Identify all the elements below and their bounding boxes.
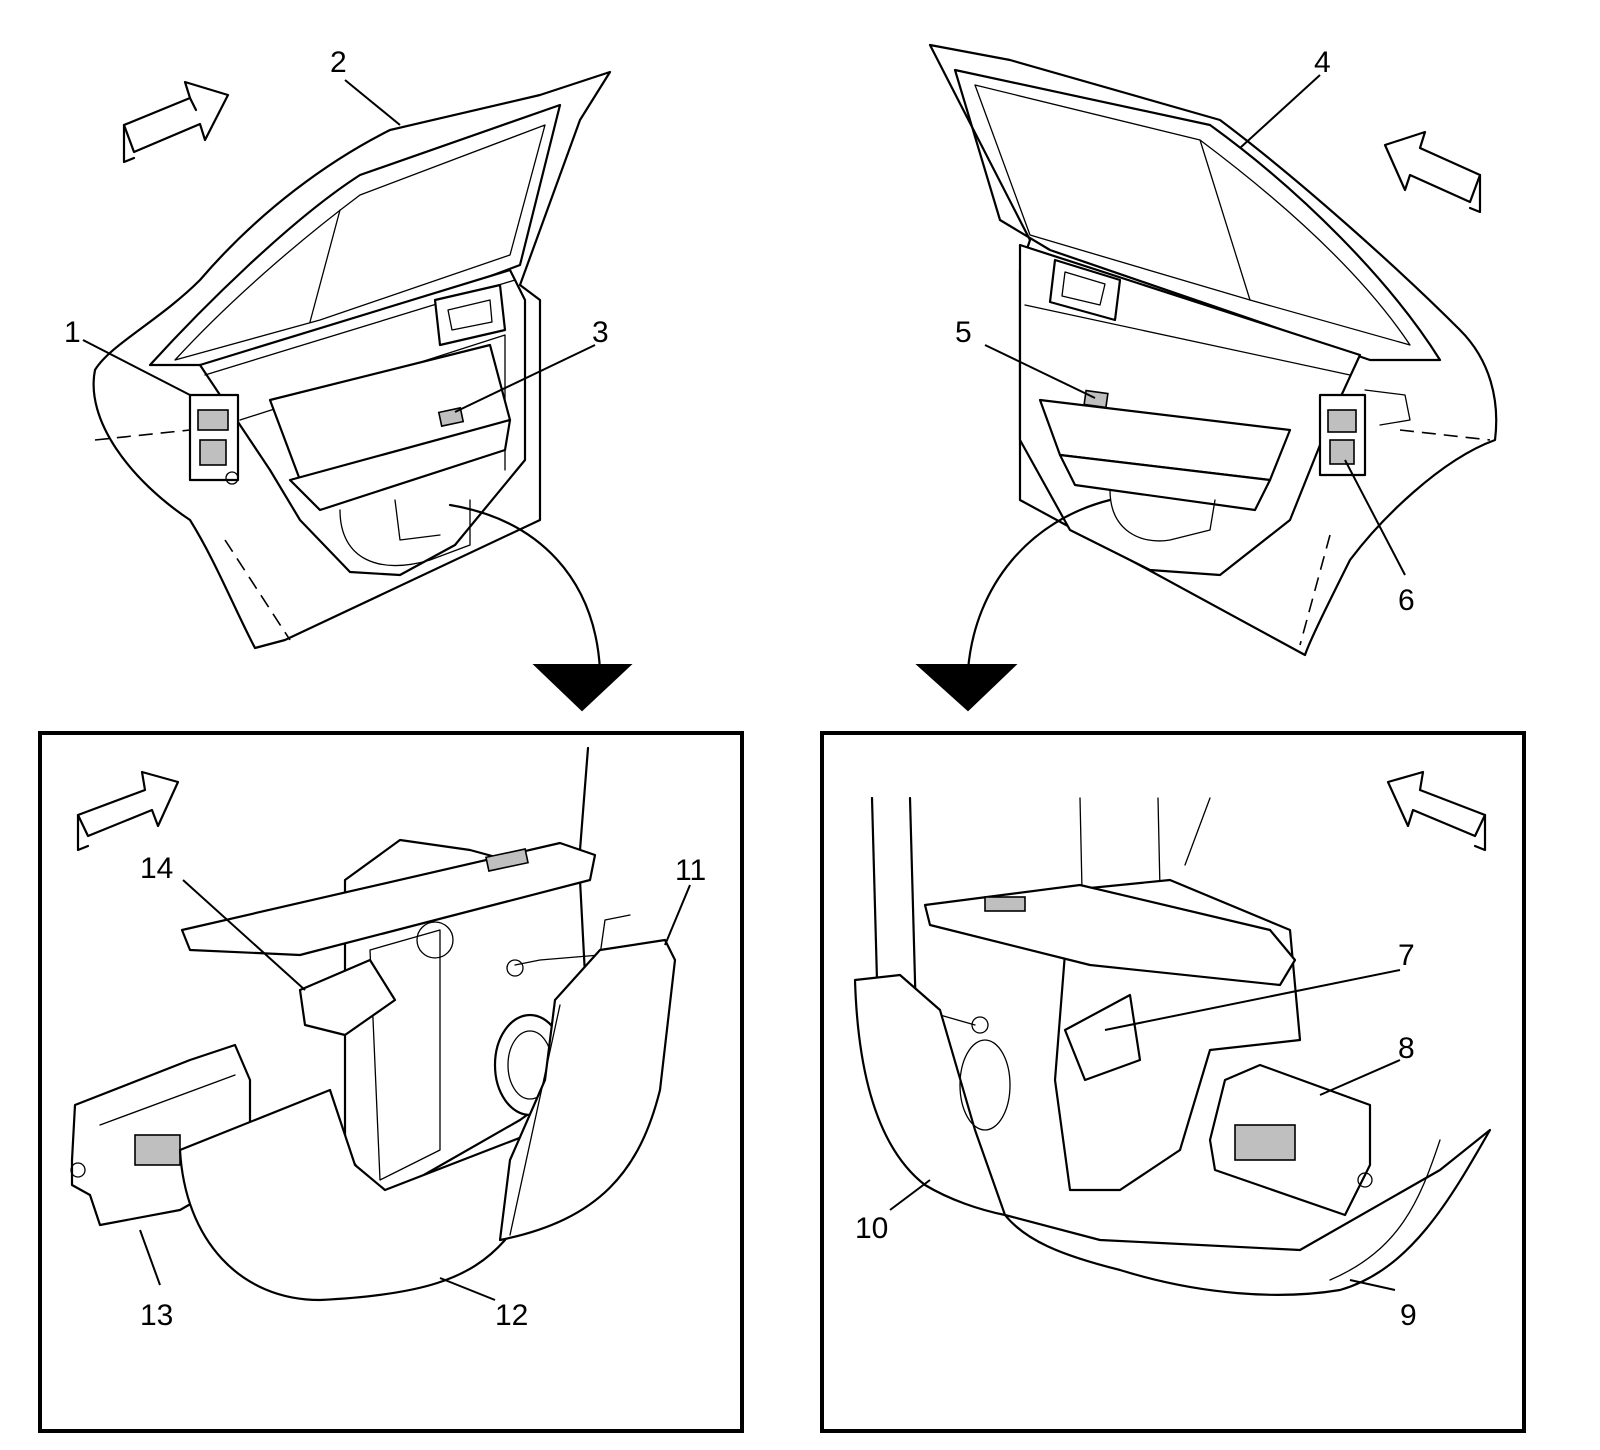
forward-direction-arrow-icon [122,80,230,164]
callout-1: 1 [64,316,81,349]
callout-6: 6 [1398,584,1415,617]
right-detail-frame [820,731,1526,1433]
callout-11: 11 [675,854,706,887]
detail-arrow-left [448,503,633,712]
callout-10: 10 [855,1212,888,1245]
callout-5: 5 [955,316,972,349]
callout-3: 3 [592,316,609,349]
callout-numbers: 1 2 3 4 5 6 7 8 9 10 11 12 13 14 [64,46,1417,1332]
door-latch-assembly [188,393,240,485]
callout-4: 4 [1314,46,1331,79]
forward-direction-arrow-icon-right [1383,130,1482,214]
callout-2: 2 [330,46,347,79]
right-rear-door-illustration [915,43,1498,712]
left-detail-panel [38,731,744,1433]
callout-leaders [82,74,1406,1301]
door-latch-assembly-right [1318,389,1411,477]
callout-8: 8 [1398,1032,1415,1065]
detail-arrow-right [915,498,1112,712]
right-detail-panel [820,731,1526,1433]
left-rear-door-illustration [92,70,633,712]
callout-13: 13 [140,1299,173,1332]
callout-9: 9 [1400,1299,1417,1332]
left-detail-frame [38,731,744,1433]
callout-12: 12 [495,1299,528,1332]
callout-7: 7 [1398,939,1415,972]
callout-14: 14 [140,852,173,885]
